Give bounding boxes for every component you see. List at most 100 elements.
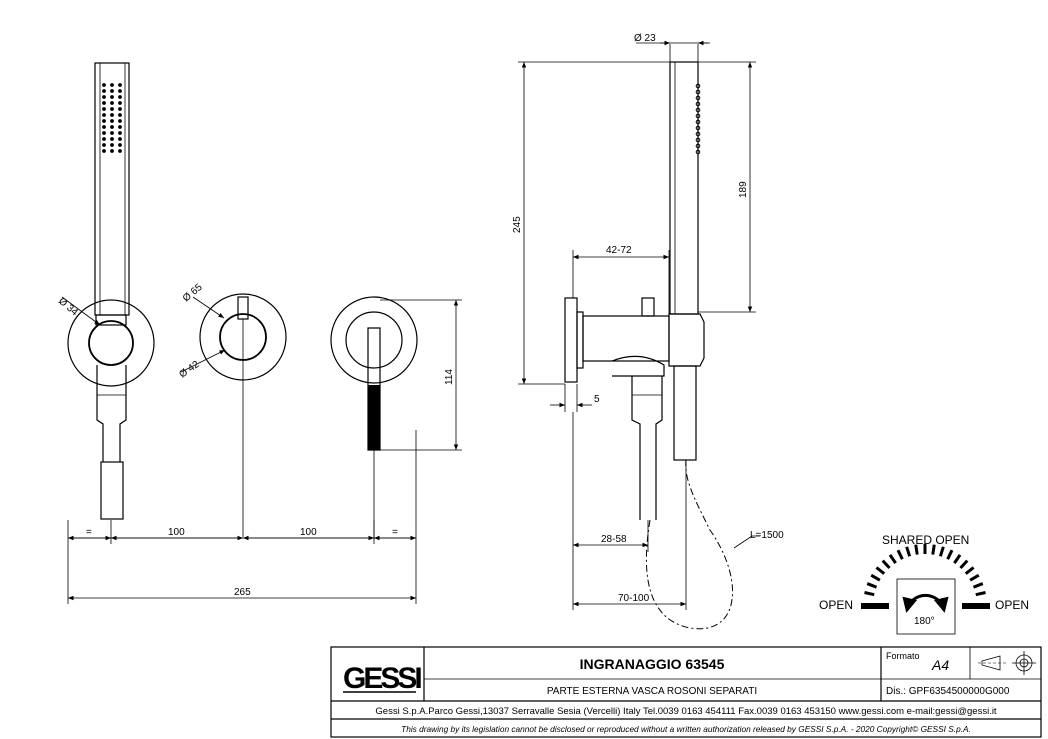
mixer-rosette [199, 293, 287, 537]
open-left-bar [861, 603, 889, 609]
arc-tick [881, 559, 891, 569]
dim-phi-23: Ø 23 [634, 33, 656, 44]
spray-nozzle [695, 101, 701, 107]
arc-tick [959, 559, 969, 569]
spray-nozzle [102, 131, 106, 135]
spray-nozzle [118, 119, 122, 123]
spray-nozzle [102, 149, 106, 153]
spray-nozzle [118, 107, 122, 111]
spray-nozzle [695, 113, 701, 119]
spray-nozzle [695, 95, 701, 101]
spray-nozzle [118, 143, 122, 147]
dim-189: 189 [738, 181, 749, 198]
dim-equal-left: = [86, 527, 92, 538]
hose [645, 459, 733, 630]
dim-265: 265 [234, 587, 251, 598]
spray-nozzle [102, 113, 106, 117]
rotation-box [896, 578, 956, 635]
spray-nozzle [118, 113, 122, 117]
side-view: Ø 23 245 189 42-72 5 28-58 70-100 [512, 33, 784, 630]
spray-nozzle [110, 149, 114, 153]
dim-70-100: 70-100 [618, 593, 650, 604]
arc-tick [975, 591, 986, 597]
arc-tick [972, 582, 984, 589]
front-view: Ø 34 Ø 65 Ø 42 114 = 100 100 = 265 [56, 62, 462, 604]
spray-nozzle [110, 119, 114, 123]
spray-nozzle [695, 149, 701, 155]
hand-shower-side [669, 61, 701, 315]
arc-tick [964, 566, 975, 575]
dim-phi-34: Ø 34 [56, 296, 80, 319]
spray-nozzle [118, 131, 122, 135]
arc-tick [931, 544, 936, 555]
spray-nozzle [110, 113, 114, 117]
arc-tick [905, 546, 912, 557]
spray-nozzle [102, 95, 106, 99]
spray-nozzle [695, 119, 701, 125]
spray-nozzle [695, 89, 701, 95]
spray-nozzle [102, 137, 106, 141]
dim-245: 245 [512, 216, 523, 233]
spray-nozzle [110, 83, 114, 87]
spray-nozzle [695, 131, 701, 137]
lever-rosette [330, 296, 418, 537]
spray-nozzle [110, 125, 114, 129]
shared-open-arc [864, 544, 986, 597]
dim-equal-right: = [392, 527, 398, 538]
dim-hose-length: L=1500 [750, 530, 784, 541]
spray-nozzle [695, 125, 701, 131]
projection-symbol-icon [978, 651, 1036, 675]
dim-114: 114 [444, 369, 455, 385]
dim-5: 5 [594, 394, 600, 405]
drawing-subtitle: PARTE ESTERNA VASCA ROSONI SEPARATI [547, 686, 757, 697]
spray-nozzle [110, 89, 114, 93]
mode-diagram: SHARED OPEN OPEN OPEN 180° [819, 533, 1029, 635]
spray-nozzle [695, 137, 701, 143]
company-address: Gessi S.p.A.Parco Gessi,13037 Serravalle… [375, 706, 997, 717]
spray-nozzle [118, 137, 122, 141]
arc-tick [864, 591, 875, 597]
spray-nozzle [102, 83, 106, 87]
dim-spacing-2: 100 [300, 527, 317, 538]
gessi-logo: GESSI [343, 662, 421, 695]
format-value: A4 [931, 657, 949, 673]
spray-nozzle [102, 119, 106, 123]
spray-nozzle [110, 131, 114, 135]
spray-nozzle [118, 89, 122, 93]
arc-tick [969, 573, 980, 582]
spray-nozzles-side [695, 83, 701, 155]
spray-nozzle [695, 143, 701, 149]
arc-tick [946, 549, 954, 560]
dim-phi-42: Ø 42 [177, 359, 201, 381]
arc-tick [896, 549, 904, 560]
spray-nozzles-front [102, 83, 122, 153]
hand-shower-front [94, 62, 130, 316]
spray-nozzle [118, 95, 122, 99]
mode-open-left: OPEN [819, 598, 853, 612]
spray-nozzle [110, 137, 114, 141]
drawing-number: Dis.: GPF6354500000G000 [886, 686, 1010, 697]
rotation-angle: 180° [914, 616, 935, 627]
arc-tick [870, 573, 881, 582]
arc-tick [888, 553, 897, 564]
mixer-body-side [564, 297, 705, 520]
spray-nozzle [118, 149, 122, 153]
spray-nozzle [102, 125, 106, 129]
drawing-title: INGRANAGGIO 63545 [580, 656, 725, 672]
spray-nozzle [110, 107, 114, 111]
arc-tick [914, 544, 919, 555]
spray-nozzle [110, 95, 114, 99]
spray-nozzle [102, 107, 106, 111]
spray-nozzle [102, 101, 106, 105]
arc-tick [875, 566, 886, 575]
spray-nozzle [118, 83, 122, 87]
arc-tick [938, 546, 945, 557]
arc-tick [866, 582, 878, 589]
dim-spacing-1: 100 [168, 527, 185, 538]
arc-tick [953, 553, 962, 564]
spray-nozzle [695, 83, 701, 89]
mode-open-right: OPEN [995, 598, 1029, 612]
spray-nozzle [102, 143, 106, 147]
spray-nozzle [695, 107, 701, 113]
